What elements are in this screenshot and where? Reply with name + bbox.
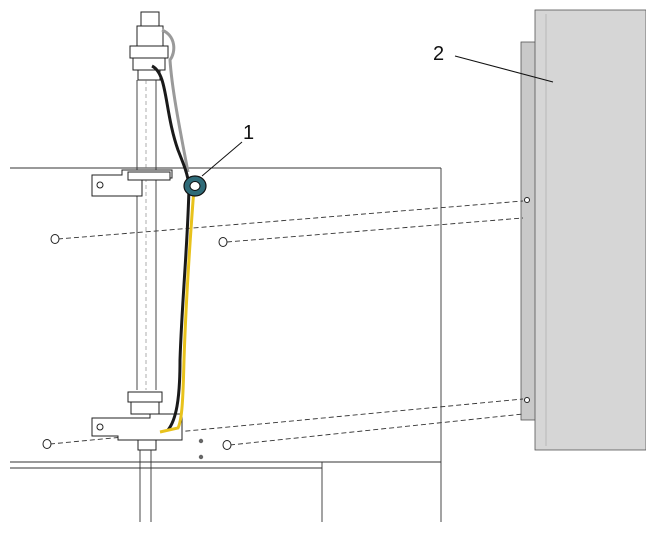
cable-grey (161, 28, 190, 173)
rivet-1 (198, 438, 204, 444)
leader-line-2 (454, 55, 554, 83)
panel-hole-top (524, 197, 530, 203)
frame-holes (42, 234, 232, 460)
rod-assembly (91, 11, 183, 522)
hole-upper-left (50, 234, 60, 244)
cable-black (151, 64, 191, 431)
callout-label-2: 2 (433, 43, 444, 65)
cables (151, 28, 196, 434)
callout-label-1: 1 (243, 122, 254, 144)
leader-line-1 (201, 141, 243, 177)
ferrite-core (183, 175, 207, 197)
cable-yellow (159, 187, 196, 434)
rivet-2 (198, 454, 204, 460)
alignment-lines (49, 200, 524, 446)
hole-lower-center (222, 440, 232, 450)
hole-lower-left (42, 439, 52, 449)
hole-upper-center (218, 237, 228, 247)
cover-panel (520, 9, 646, 451)
main-frame (10, 167, 442, 522)
panel-hole-bottom (524, 397, 530, 403)
